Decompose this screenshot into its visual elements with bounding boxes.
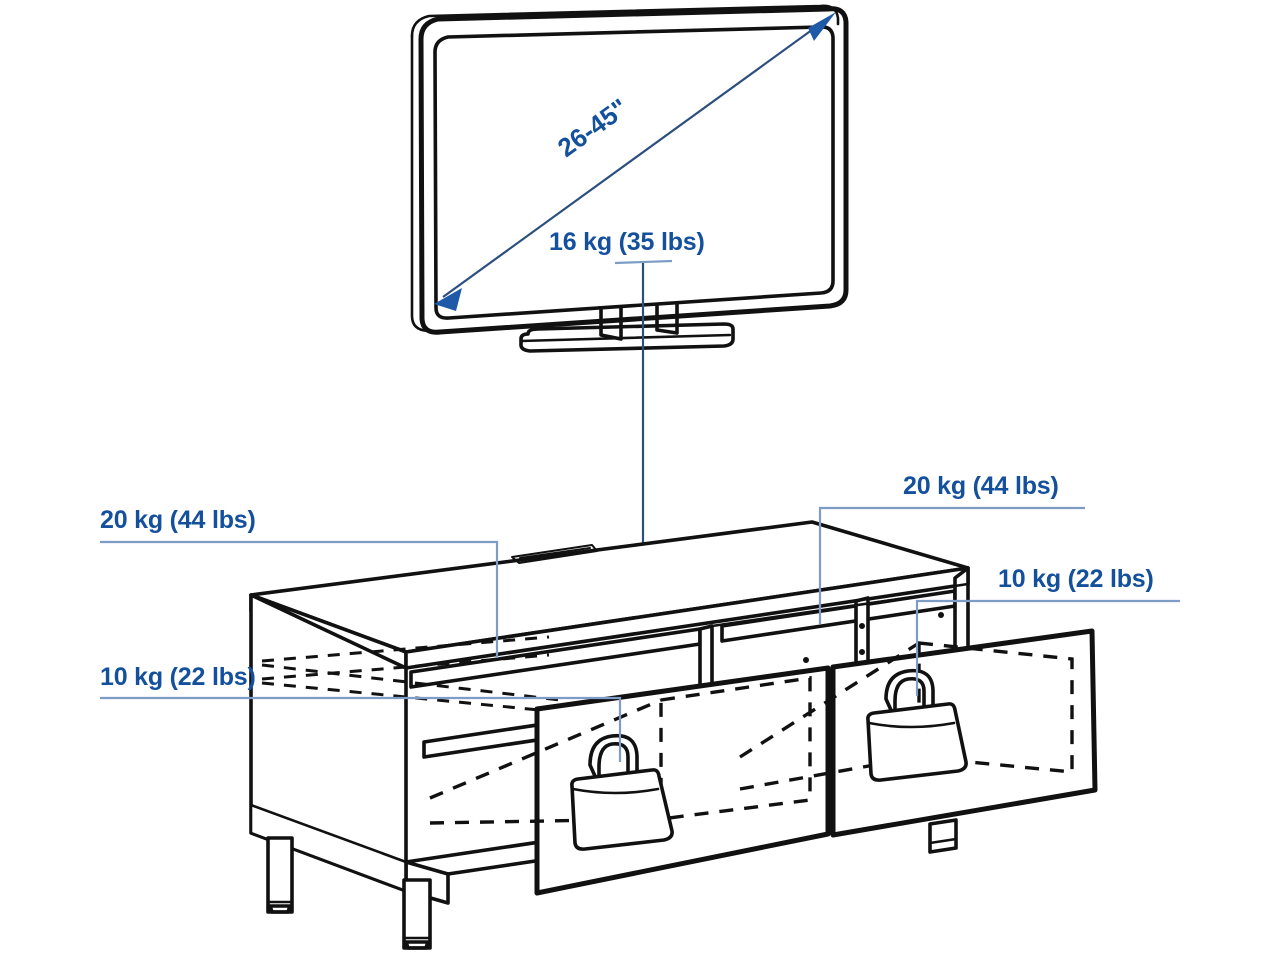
diagonal-arrowhead-start — [434, 288, 462, 311]
cable-notch-inner — [519, 547, 591, 559]
leader-shelf-right — [915, 599, 1180, 696]
hidden-shelf-diagonal-left — [261, 663, 561, 702]
bench-leg-front-left — [266, 836, 294, 914]
bench-leg-mid-left-cap-fill — [404, 940, 430, 950]
tv-stand-neck-right — [655, 301, 679, 335]
weight-icon-left-body-lip — [571, 787, 660, 795]
drill-hole-dot — [803, 657, 809, 663]
weight-icon-left-group — [570, 733, 674, 851]
label-group-top-right: 20 kg (44 lbs) — [818, 472, 1085, 624]
label-shelf-left: 10 kg (22 lbs) — [100, 663, 256, 691]
weight-icon-left-body — [570, 768, 674, 851]
bench-leg-mid-left — [402, 878, 432, 950]
leader-top-left — [100, 540, 499, 658]
leader-shelf-left — [100, 696, 622, 762]
bench-upper-shelf-left-under — [409, 642, 702, 689]
bench-leg-front-left-cap-fill — [268, 904, 292, 914]
bench-back-inner-right — [710, 589, 957, 628]
tv-screen-outline — [433, 25, 835, 320]
hidden-shelf-line-left-lower — [261, 653, 550, 681]
drill-hole-dot — [938, 612, 944, 618]
tv-stand-base-front — [519, 333, 732, 343]
tv-weight-label: 16 kg (35 lbs) — [549, 228, 705, 256]
drill-hole-dot — [859, 623, 865, 629]
tv-bezel-outline — [418, 6, 849, 335]
diagonal-arrow-shaft — [442, 18, 828, 298]
label-shelf-right: 10 kg (22 lbs) — [998, 565, 1154, 593]
weight-icon-left-handle — [588, 733, 639, 787]
bench-illustration — [249, 520, 1098, 950]
bench-leg-right-cap — [928, 837, 958, 845]
bench-leg-right — [928, 818, 958, 854]
tv-load-arrow-tick — [614, 259, 673, 265]
bench-apron-left — [404, 582, 970, 670]
hidden-shelf-diagonal-left-2 — [261, 681, 561, 714]
hidden-drawer-bottom-left-2 — [429, 698, 662, 800]
diagonal-arrowhead-end — [808, 12, 836, 41]
label-top-right: 20 kg (44 lbs) — [903, 472, 1059, 500]
tv-stand-base-top — [519, 322, 735, 353]
weight-icon-right-body — [866, 702, 968, 782]
television-illustration — [410, 4, 849, 353]
hidden-drawer-bottom-left — [429, 817, 662, 825]
leader-top-right — [818, 506, 1085, 624]
hidden-shelf-line-left-upper — [261, 635, 550, 663]
label-group-top-left: 20 kg (44 lbs) — [100, 506, 499, 658]
drill-hole-dot — [859, 649, 865, 655]
tv-bezel-back-edge — [410, 4, 840, 38]
label-top-left: 20 kg (44 lbs) — [100, 506, 256, 534]
tv-weight-label-group: 16 kg (35 lbs) — [549, 228, 705, 256]
weight-icon-right-group — [866, 668, 968, 782]
weight-icon-right-handle — [884, 668, 935, 721]
tv-stand-neck — [599, 306, 623, 341]
tv-diagonal-dimension — [434, 12, 836, 311]
label-group-shelf-right: 10 kg (22 lbs) — [915, 565, 1180, 696]
cable-notch — [511, 544, 598, 564]
weight-icon-right-body-lip — [867, 721, 956, 729]
hidden-drawer-line-right — [739, 641, 920, 759]
label-group-shelf-left: 10 kg (22 lbs) — [100, 663, 622, 762]
